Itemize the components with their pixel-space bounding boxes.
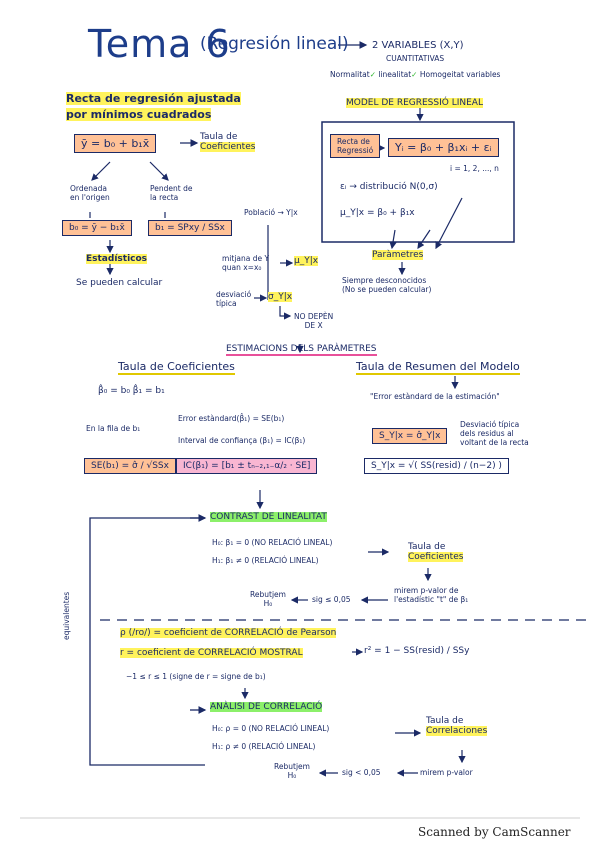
pendiente-line2: la recta (150, 193, 179, 202)
error-std-estimacion: "Error estàndard de la estimación" (370, 392, 500, 401)
contrast-h1: H₁: β₁ ≠ 0 (RELACIÓ LINEAL) (212, 556, 319, 565)
error-distribution: εᵢ → distribució N(0,σ) (340, 182, 438, 192)
s-yx-formula: S_Y|x = √( SS(resid) / (n−2) ) (364, 458, 509, 474)
sigma-label: σ_Y|x (268, 292, 293, 302)
siempre-line2: (No se pueden calcular) (342, 285, 432, 294)
tabla-resumen-heading: Taula de Resumen del Modelo (356, 360, 520, 375)
desviacio-line2: típica (216, 299, 237, 308)
ordenada-line2: en l'origen (70, 193, 110, 202)
desviacio-label: desviació típica (216, 290, 251, 308)
analisi-heading: ANÀLISI DE CORRELACIÓ (210, 702, 323, 712)
homogeneitat-label: Homogeitat variables (419, 70, 501, 79)
model-heading: MODEL DE REGRESSIÓ LINEAL (346, 98, 483, 108)
model-equation: Yᵢ = β₀ + β₁xᵢ + εᵢ (388, 138, 499, 157)
no-depen-line1: NO DEPÈN (294, 312, 334, 321)
normalitat-label: Normalitat (330, 70, 370, 79)
analisi-tabla: Taula de Correlaciones (426, 716, 488, 736)
poblacio-label: Població → Y|x (244, 208, 298, 217)
scanner-watermark: Scanned by CamScanner (418, 825, 571, 839)
mitjana-label: mitjana de Y quan x=x₀ (222, 254, 269, 272)
recta-heading-line2: por mínimos cuadrados (66, 108, 212, 121)
desv-line1: Desviació típica (460, 420, 520, 429)
desviacion-tipica-note: Desviació típica dels residus al voltant… (460, 420, 529, 447)
s-yx-label: S_Y|x = σ̂_Y|x (372, 428, 448, 444)
recta-line2: Regressió (337, 146, 374, 155)
rho-text: ρ (/ro/) = coeficient de CORRELACIÓ de P… (120, 628, 337, 638)
analisi-h0: H₀: ρ = 0 (NO RELACIÓ LINEAL) (212, 724, 330, 733)
r-squared: r² = 1 − SS(resid) / SSy (364, 646, 470, 656)
page-title: Tema 6 (88, 22, 231, 66)
variables-label: 2 VARIABLES (X,Y) (372, 40, 464, 51)
beta-estimates: β̂₀ = b₀ β̂₁ = b₁ (98, 386, 165, 396)
analisi-tabla-line1: Taula de (426, 716, 464, 726)
tabla-line2: Coeficientes (200, 142, 256, 152)
assumptions-line: Normalitat✓ linealitat✓ Homogeitat varia… (330, 70, 501, 79)
tabla-coeficientes-1: Taula de Coeficientes (200, 132, 256, 152)
desv-line2: dels residus al (460, 429, 514, 438)
analisi-rebutjem: Rebutjem H₀ (274, 762, 310, 780)
equivalentes-label: equivalentes (62, 591, 71, 640)
linealitat-label: linealitat (378, 70, 412, 79)
parametres-label: Paràmetres (372, 250, 424, 260)
mirem-line2: l'estadístic "t" de β₁ (394, 595, 469, 604)
r-definition: r = coeficient de CORRELACIÓ MOSTRAL (120, 648, 303, 658)
contrast-h0: H₀: β₁ = 0 (NO RELACIÓ LINEAL) (212, 538, 333, 547)
siempre-line1: Siempre desconocidos (342, 276, 427, 285)
b0-formula: b₀ = ȳ − b₁x̄ (62, 220, 132, 236)
mitjana-line1: mitjana de Y (222, 254, 270, 263)
interval-confianca: Interval de confiança (β₁) = IC(β₁) (178, 436, 306, 445)
tabla-line1: Taula de (200, 132, 238, 142)
desviacio-line1: desviació (216, 290, 252, 299)
desv-line3: voltant de la recta (460, 438, 529, 447)
contrast-tabla-line2: Coeficientes (408, 552, 464, 562)
mirem-line1: mirem p-valor de (394, 586, 459, 595)
h0-label: H₀ (263, 599, 273, 608)
estimacions-heading: ESTIMACIONS DELS PARÀMETRES (226, 344, 377, 356)
recta-heading-line1: Recta de regresión ajustada (66, 92, 241, 105)
cuantitativas-label: CUANTITATIVAS (386, 54, 445, 63)
b1-formula: b₁ = SPxy / SSx (148, 220, 232, 236)
pendiente-line1: Pendent de (150, 184, 193, 193)
ordenada-label: Ordenada en l'origen (70, 184, 110, 202)
mitjana-line2: quan x=x₀ (222, 263, 262, 272)
mu-label: μ_Y|x (294, 256, 319, 266)
index-range: i = 1, 2, ..., n (450, 164, 499, 173)
se-formula: SE(b₁) = σ̂ / √SSx (84, 458, 176, 474)
analisi-tabla-line2: Correlaciones (426, 726, 488, 736)
rho-definition: ρ (/ro/) = coeficient de CORRELACIÓ de P… (120, 628, 337, 638)
contrast-sig: sig ≤ 0,05 (312, 595, 351, 604)
page-subtitle: (Regresión lineal) (200, 34, 349, 54)
contrast-tabla: Taula de Coeficientes (408, 542, 464, 562)
contrast-heading: CONTRAST DE LINEALITAT (210, 512, 327, 522)
recta-regressio: Recta de Regressió (330, 134, 381, 158)
r-range: −1 ≤ r ≤ 1 (signe de r = signe de b₁) (126, 672, 266, 681)
estadisticos-label: Estadísticos (86, 254, 148, 264)
analisi-rebutjem-label: Rebutjem (274, 762, 310, 771)
regression-equation: ȳ = b₀ + b₁x̄ (74, 134, 157, 153)
pendiente-label: Pendent de la recta (150, 184, 192, 202)
no-depen-label: NO DEPÈN DE X (294, 312, 333, 330)
contrast-rebutjem: Rebutjem H₀ (250, 590, 286, 608)
no-depen-line2: DE X (304, 321, 323, 330)
error-estandard: Error estàndard(β̂₁) = SE(b₁) (178, 414, 285, 423)
ic-formula: IC(β₁) = [b₁ ± tₙ₋₂,₁₋α/₂ · SE] (176, 458, 318, 474)
mu-equation: μ_Y|x = β₀ + β₁x (340, 208, 415, 218)
en-la-fila: En la fila de b₁ (86, 424, 141, 433)
rebutjem-label: Rebutjem (250, 590, 286, 599)
ordenada-line1: Ordenada (70, 184, 107, 193)
contrast-tabla-line1: Taula de (408, 542, 446, 552)
analisi-mirem: mirem p-valor (420, 768, 473, 777)
r-text: r = coeficient de CORRELACIÓ MOSTRAL (120, 648, 303, 658)
se-pueden-calcular: Se pueden calcular (76, 278, 163, 288)
tabla-coef-heading: Taula de Coeficientes (118, 360, 235, 375)
analisi-h-label: H₀ (287, 771, 297, 780)
recta-line1: Recta de (337, 137, 370, 146)
siempre-desconocidos: Siempre desconocidos (No se pueden calcu… (342, 276, 431, 294)
analisi-h1: H₁: ρ ≠ 0 (RELACIÓ LINEAL) (212, 742, 316, 751)
contrast-mirem: mirem p-valor de l'estadístic "t" de β₁ (394, 586, 468, 604)
analisi-sig: sig < 0,05 (342, 768, 381, 777)
